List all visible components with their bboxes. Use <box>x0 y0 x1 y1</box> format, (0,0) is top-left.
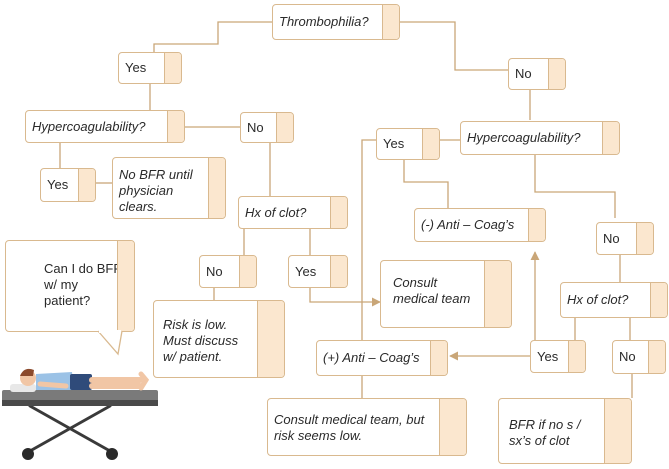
speech-bubble-tail <box>97 330 123 356</box>
yes-right-label: Yes <box>383 136 405 151</box>
bfr-if-label: BFR if no s / sx’s of clot <box>509 417 581 448</box>
neg-anticoag-node: (-) Anti – Coag’s <box>414 208 546 242</box>
no-top-label: No <box>515 66 532 81</box>
hx-right-label: Hx of clot? <box>567 292 629 307</box>
pos-anticoag-node: (+) Anti – Coag’s <box>316 340 448 376</box>
yes-top-label: Yes <box>125 60 147 75</box>
speech-bubble: Can I do BFR w/ my patient? <box>5 240 135 332</box>
line-yesright-loop <box>361 139 376 340</box>
yes-hx-right-label: Yes <box>537 348 559 364</box>
consult-team-node: Consult medical team <box>380 260 512 328</box>
no-right-node: No <box>596 222 654 255</box>
yes-top-node: Yes <box>118 52 182 84</box>
neg-anticoag-label: (-) Anti – Coag’s <box>421 217 515 232</box>
consult-low-label: Consult medical team, but risk seems low… <box>274 412 425 443</box>
no-bfr-label: No BFR until physician clears. <box>119 167 193 214</box>
no-bfr-node: No BFR until physician clears. <box>112 157 226 219</box>
yes-left-node: Yes <box>40 168 96 202</box>
consult-low-node: Consult medical team, but risk seems low… <box>267 398 467 456</box>
yes-hx-left-node: Yes <box>288 255 348 288</box>
hyper-right-label: Hypercoagulability? <box>467 130 581 145</box>
hx-left-node: Hx of clot? <box>238 196 348 229</box>
no-left-label: No <box>247 119 264 135</box>
consult-team-label: Consult medical team <box>393 275 471 306</box>
risk-low-label: Risk is low. Must discuss w/ patient. <box>163 317 239 364</box>
no-left-node: No <box>240 112 294 143</box>
line-yesright-neg <box>403 160 449 208</box>
risk-low-node: Risk is low. Must discuss w/ patient. <box>153 300 285 378</box>
no-hx-left-node: No <box>199 255 257 288</box>
no-hx-right-label: No <box>619 349 636 364</box>
no-right-label: No <box>603 230 620 246</box>
line-hyperright-noright <box>534 155 616 218</box>
line-yeshx-consult <box>309 288 381 307</box>
hx-left-label: Hx of clot? <box>245 204 307 220</box>
yes-hx-left-label: Yes <box>295 263 317 279</box>
hyper-right-node: Hypercoagulability? <box>460 121 620 155</box>
yes-right-node: Yes <box>376 128 440 160</box>
no-hx-right-node: No <box>612 340 666 374</box>
hyper-left-label: Hypercoagulability? <box>32 118 146 134</box>
thrombophilia-node: Thrombophilia? <box>272 4 400 40</box>
hx-right-node: Hx of clot? <box>560 282 668 318</box>
no-top-node: No <box>508 58 566 90</box>
line-thrombo-yes <box>153 21 272 52</box>
no-hx-left-label: No <box>206 263 223 279</box>
yes-left-label: Yes <box>47 177 69 192</box>
yes-hx-right-node: Yes <box>530 340 586 373</box>
bfr-if-node: BFR if no s / sx’s of clot <box>498 398 632 464</box>
patient-on-stretcher-icon <box>2 368 158 460</box>
pos-anticoag-label: (+) Anti – Coag’s <box>323 350 420 365</box>
hyper-left-node: Hypercoagulability? <box>25 110 185 143</box>
speech-bubble-icon: Can I do BFR w/ my patient? <box>44 261 123 308</box>
thrombophilia-label: Thrombophilia? <box>279 14 369 29</box>
line-thrombo-no <box>400 21 508 71</box>
